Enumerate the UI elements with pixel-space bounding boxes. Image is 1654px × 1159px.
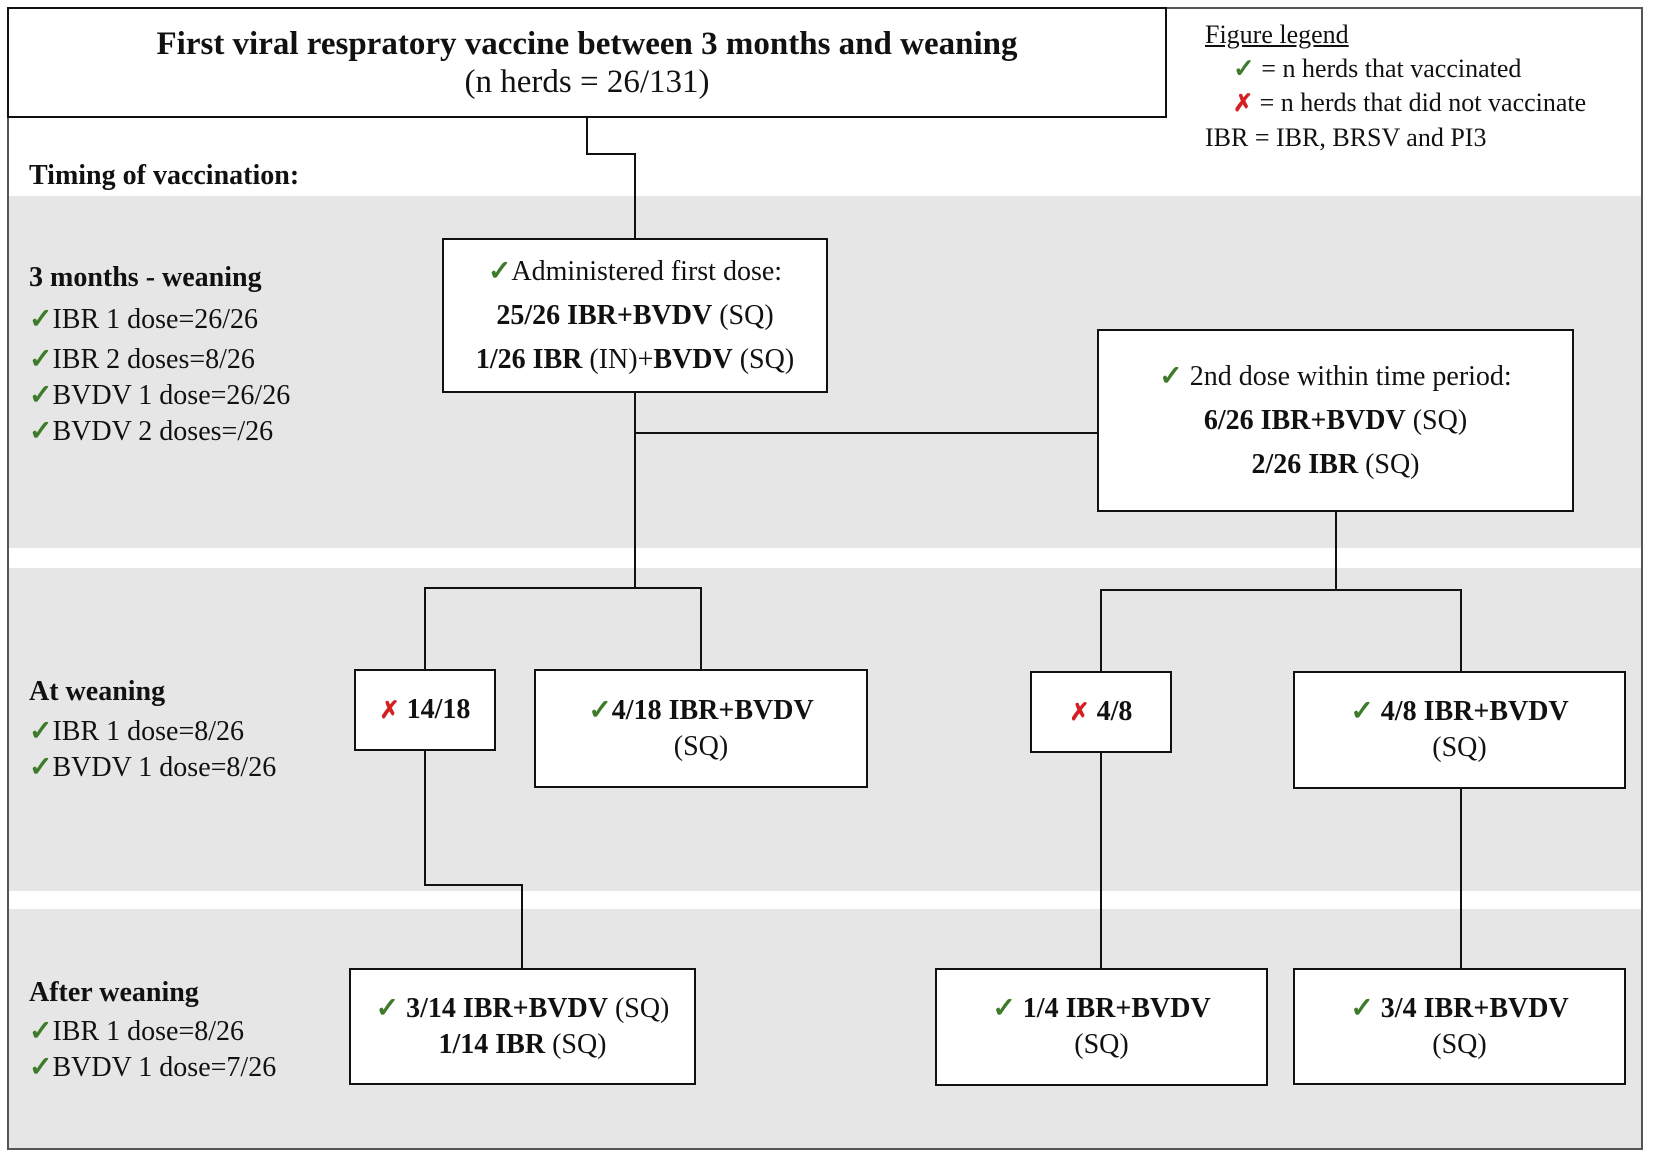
connector [634,153,636,238]
check-mark-icon: ✓ [29,752,53,783]
connector [634,392,636,588]
node-text: (IN)+ [582,343,654,375]
node-text: 25/26 IBR+BVDV [496,299,713,331]
node-text: 4/8 IBR+BVDV [1373,696,1569,727]
node-text: 3/4 IBR+BVDV [1373,992,1569,1024]
check-mark-icon: ✓ [29,416,53,447]
wean-not-vaccinated-box-b: ✗ 4/8 [1030,671,1172,753]
node-text: (SQ) [732,343,795,375]
wean-not-vaccinated-box-a: ✗ 14/18 [354,669,496,751]
cross-mark-icon: ✗ [1233,91,1254,117]
node-text: (SQ) [1432,732,1487,763]
node-text: 1/4 IBR+BVDV [1015,993,1211,1024]
section-heading-at-weaning: At weaning [29,676,166,707]
connector [1100,589,1462,591]
node-text: (SQ) [607,992,670,1024]
node-text: 3/14 IBR+BVDV [399,992,608,1024]
section-heading-after-weaning: After weaning [29,977,199,1008]
legend-ibr-definition: IBR = IBR, BRSV and PI3 [1205,123,1487,152]
check-mark-icon: ✓ [487,255,512,287]
connector [700,587,702,670]
figure-legend: Figure legend ✓ = n herds that vaccinate… [1205,18,1586,155]
check-mark-icon: ✓ [1350,992,1374,1024]
node-text: (SQ) [1432,1028,1487,1060]
node-text: 4/8 [1089,695,1133,727]
connector [1100,752,1102,969]
check-mark-icon: ✓ [992,993,1016,1024]
after-weaning-box-c: ✓ 3/4 IBR+BVDV (SQ) [1293,968,1626,1085]
connector [424,750,426,886]
node-text: 2/26 IBR [1251,448,1359,480]
list-item: ✓IBR 1 dose=26/26 [29,304,259,335]
check-mark-icon: ✓ [1350,696,1374,727]
cross-mark-icon: ✗ [1069,699,1090,726]
check-mark-icon: ✓ [29,716,53,747]
list-item: ✓BVDV 1 dose=26/26 [29,380,291,411]
list-item: ✓BVDV 1 dose=7/26 [29,1052,277,1083]
wean-vaccinated-box-b: ✓ 4/8 IBR+BVDV (SQ) [1293,671,1626,789]
timing-label: Timing of vaccination: [29,160,300,191]
connector [424,587,426,670]
check-mark-icon: ✓ [29,344,53,375]
wean-vaccinated-box-a: ✓4/18 IBR+BVDV (SQ) [534,669,868,788]
connector [1335,510,1337,590]
second-dose-box: ✓ 2nd dose within time period: 6/26 IBR+… [1097,329,1574,512]
node-text: (SQ) [1405,404,1468,436]
list-item: ✓BVDV 2 doses=/26 [29,416,274,447]
check-mark-icon: ✓ [375,992,400,1024]
first-dose-box: ✓Administered first dose: 25/26 IBR+BVDV… [442,238,828,393]
connector [1100,589,1102,673]
node-title: Administered first dose: [511,255,783,287]
check-mark-icon: ✓ [1159,360,1183,392]
connector [521,884,523,969]
legend-not-vaccinated: ✗ = n herds that did not vaccinate [1233,88,1587,117]
after-weaning-box-a: ✓ 3/14 IBR+BVDV (SQ) 1/14 IBR (SQ) [349,968,696,1085]
diagram-subtitle: (n herds = 26/131) [464,63,710,100]
node-text: (SQ) [1358,448,1420,480]
after-weaning-box-b: ✓ 1/4 IBR+BVDV (SQ) [935,968,1268,1086]
check-mark-icon: ✓ [29,1052,53,1083]
node-text: 6/26 IBR+BVDV [1203,404,1406,436]
node-text: 1/14 IBR [438,1028,546,1060]
title-box: First viral respratory vaccine between 3… [7,7,1167,118]
node-text: 1/26 IBR [475,343,583,375]
section-heading-three-months: 3 months - weaning [29,262,262,293]
node-title: 2nd dose within time period: [1182,360,1512,392]
check-mark-icon: ✓ [588,694,612,726]
check-mark-icon: ✓ [1233,54,1255,83]
list-item: ✓IBR 2 doses=8/26 [29,344,255,375]
node-text: (SQ) [673,730,729,762]
check-mark-icon: ✓ [29,304,53,335]
node-text: 4/18 IBR+BVDV [611,694,814,726]
check-mark-icon: ✓ [29,380,53,411]
connector [1460,787,1462,969]
connector [586,118,588,154]
node-text: (SQ) [545,1028,607,1060]
connector [424,884,523,886]
legend-vaccinated: ✓ = n herds that vaccinated [1233,54,1522,83]
list-item: ✓IBR 1 dose=8/26 [29,1016,245,1047]
cross-mark-icon: ✗ [379,697,400,724]
list-item: ✓IBR 1 dose=8/26 [29,716,245,747]
diagram-title: First viral respratory vaccine between 3… [156,25,1018,62]
node-text: 14/18 [399,693,471,725]
node-text: (SQ) [1074,1029,1129,1060]
node-text: BVDV [653,343,733,375]
connector [424,587,702,589]
connector [586,153,636,155]
connector [634,432,1098,434]
check-mark-icon: ✓ [29,1016,53,1047]
list-item: ✓BVDV 1 dose=8/26 [29,752,277,783]
legend-title: Figure legend [1205,20,1349,49]
node-text: (SQ) [712,299,774,331]
connector [1460,589,1462,673]
